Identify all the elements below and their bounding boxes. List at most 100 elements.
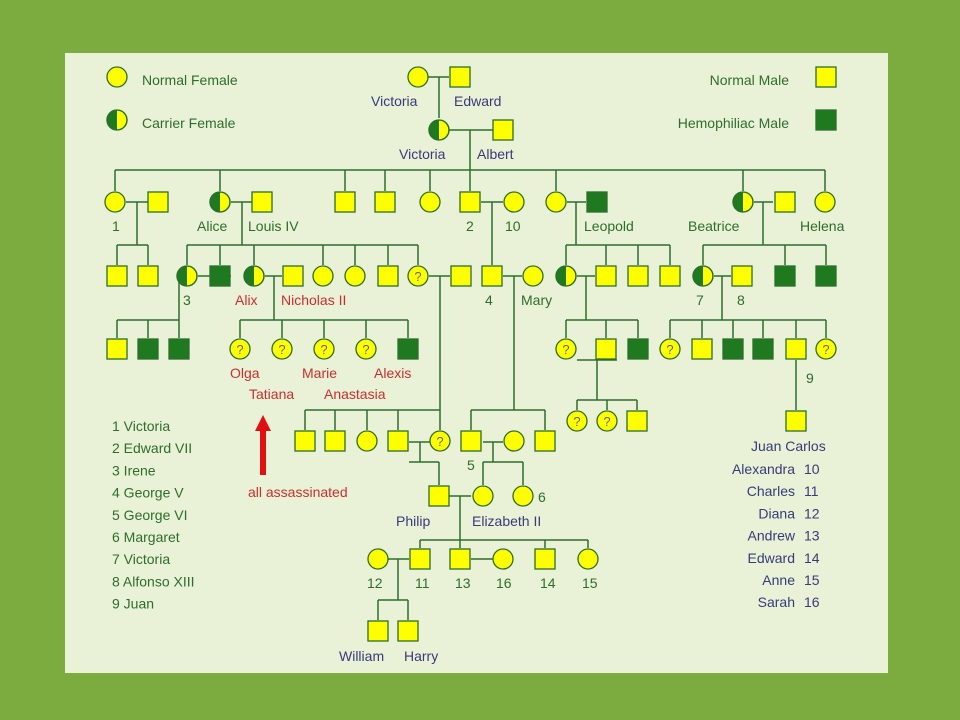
label-8: 8 <box>737 292 745 308</box>
key-left-item: 5 George VI <box>112 507 188 523</box>
unknown-status-symbol: ? <box>271 338 293 360</box>
label-alice: Alice <box>197 218 228 234</box>
male-symbol <box>627 265 649 287</box>
unknown-status-symbol: ? <box>555 338 577 360</box>
key-list-left: 1 Victoria 2 Edward VII 3 Irene 4 George V 5… <box>112 418 195 612</box>
male-symbol <box>595 338 617 360</box>
male-symbol <box>377 265 399 287</box>
male-symbol <box>324 430 346 452</box>
female-symbol <box>545 191 567 213</box>
question-mark: ? <box>278 342 285 357</box>
key-right-number: 12 <box>804 505 820 521</box>
key-right-number: 14 <box>804 550 820 566</box>
female-symbol <box>512 485 534 507</box>
key-left-item: 4 George V <box>112 485 184 501</box>
label-philip: Philip <box>396 513 430 529</box>
key-left-item: 7 Victoria <box>112 551 170 567</box>
key-left-item: 2 Edward VII <box>112 440 192 456</box>
male-symbol <box>251 191 273 213</box>
unknown-status-symbol: ? <box>659 338 681 360</box>
label-12: 12 <box>367 575 383 591</box>
female-symbol <box>344 265 366 287</box>
key-right-name: Andrew <box>748 528 796 544</box>
key-right-name: Diana <box>758 505 795 521</box>
male-symbol <box>731 265 753 287</box>
legend-normal-male-symbol <box>815 66 837 88</box>
key-left-item: 3 Irene <box>112 462 156 478</box>
label-mary: Mary <box>521 292 552 308</box>
female-symbol <box>814 191 836 213</box>
male-symbol <box>106 338 128 360</box>
label-elizabeth-ii: Elizabeth II <box>472 513 541 529</box>
arrow-up-icon <box>255 415 271 475</box>
male-symbol <box>481 265 503 287</box>
female-symbol <box>104 191 126 213</box>
male-symbol <box>137 265 159 287</box>
label-13: 13 <box>455 575 471 591</box>
label-6: 6 <box>538 489 546 505</box>
label-leopold: Leopold <box>584 218 634 234</box>
male-symbol <box>785 410 807 432</box>
male-symbol <box>449 548 471 570</box>
female-symbol <box>492 548 514 570</box>
male-symbol <box>534 430 556 452</box>
question-mark: ? <box>822 342 829 357</box>
male-symbol <box>449 66 471 88</box>
label-4: 4 <box>485 292 493 308</box>
key-right-name: Charles <box>747 483 795 499</box>
male-symbol <box>492 119 514 141</box>
male-symbol <box>595 265 617 287</box>
male-symbol <box>294 430 316 452</box>
label-helena: Helena <box>800 218 845 234</box>
male-symbol <box>659 265 681 287</box>
unknown-status-symbol: ? <box>815 338 837 360</box>
label-william: William <box>339 648 384 664</box>
female-symbol <box>577 548 599 570</box>
male-symbol <box>815 265 837 287</box>
label-juan-carlos: Juan Carlos <box>751 438 826 454</box>
question-mark: ? <box>603 414 610 429</box>
label-nicholas-ii: Nicholas II <box>281 292 346 308</box>
male-symbol <box>147 191 169 213</box>
question-mark: ? <box>320 342 327 357</box>
label-alexis: Alexis <box>374 365 411 381</box>
key-left-item: 9 Juan <box>112 596 154 612</box>
key-left-item: 1 Victoria <box>112 418 170 434</box>
female-symbol <box>407 66 429 88</box>
label-16: 16 <box>496 575 512 591</box>
carrier-female-symbol <box>176 265 198 287</box>
pedigree-symbols: ??????????? <box>104 66 837 642</box>
label-14: 14 <box>540 575 556 591</box>
male-symbol <box>428 485 450 507</box>
question-mark: ? <box>362 342 369 357</box>
label-louis-iv: Louis IV <box>248 218 299 234</box>
male-symbol <box>626 410 648 432</box>
label-9: 9 <box>806 370 814 386</box>
male-symbol <box>367 620 389 642</box>
male-symbol <box>752 338 774 360</box>
legend-hemophiliac-male-label: Hemophiliac Male <box>678 115 789 131</box>
male-symbol <box>586 191 608 213</box>
male-symbol <box>460 430 482 452</box>
label-7: 7 <box>696 292 704 308</box>
male-symbol <box>785 338 807 360</box>
female-symbol <box>356 430 378 452</box>
unknown-status-symbol: ? <box>407 265 429 287</box>
male-symbol <box>691 338 713 360</box>
male-symbol <box>387 430 409 452</box>
label-olga: Olga <box>230 365 260 381</box>
legend-hemophiliac-male-symbol <box>815 109 837 131</box>
male-symbol <box>374 191 396 213</box>
unknown-status-symbol: ? <box>596 410 618 432</box>
label-edward-top: Edward <box>454 93 501 109</box>
female-symbol <box>522 265 544 287</box>
unknown-status-symbol: ? <box>313 338 335 360</box>
key-right-name: Edward <box>748 550 795 566</box>
carrier-female-symbol <box>209 191 231 213</box>
male-symbol <box>137 338 159 360</box>
male-symbol <box>282 265 304 287</box>
male-symbol <box>397 620 419 642</box>
